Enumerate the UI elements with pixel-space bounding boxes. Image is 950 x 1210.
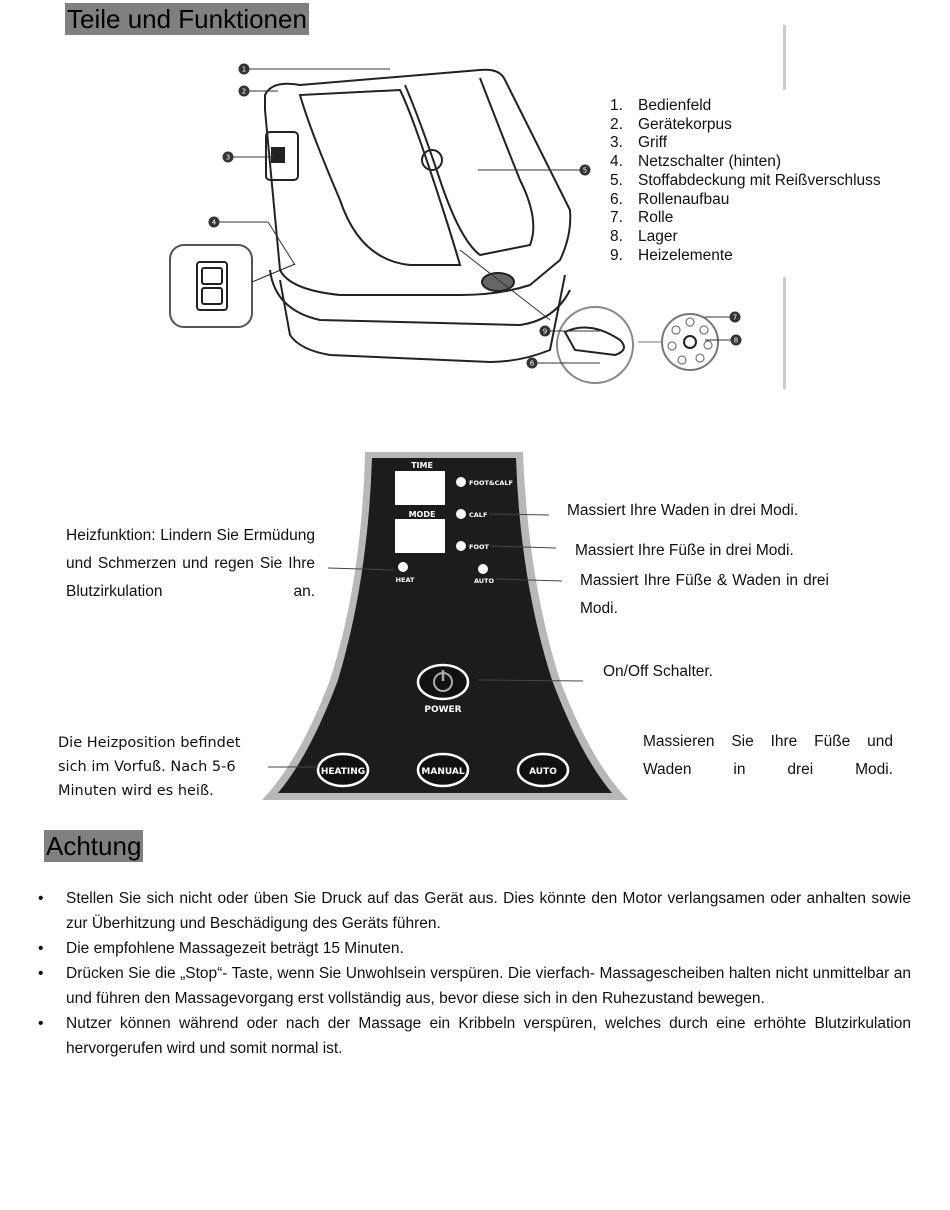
label-foot-calf: FOOT&CALF (469, 479, 513, 487)
label-heat: HEAT (396, 576, 415, 584)
annotation-heat-function: Heizfunktion: Lindern Sie Ermüdung und S… (66, 527, 315, 600)
list-item: 2.Gerätekorpus (610, 115, 732, 133)
list-item: 5.Stoffabdeckung mit Reißverschluss (610, 171, 881, 189)
annotation-foot: Massiert Ihre Füße in drei Modi. (575, 542, 794, 559)
list-item: Stellen Sie sich nicht oder üben Sie Dru… (38, 886, 911, 936)
callout-3: 3 (226, 154, 230, 162)
callout-8: 8 (734, 337, 738, 345)
list-item: 7.Rolle (610, 209, 674, 227)
annotation-calf: Massiert Ihre Waden in drei Modi. (567, 502, 799, 519)
callout-2: 2 (242, 88, 246, 96)
annotation-on-off: On/Off Schalter. (603, 663, 713, 680)
label-calf: CALF (469, 511, 487, 519)
section-title-parts: Teile und Funktionen (65, 3, 309, 35)
margin-line-top (783, 25, 786, 90)
caution-list: Stellen Sie sich nicht oder üben Sie Dru… (38, 886, 911, 1061)
callout-6: 6 (530, 360, 535, 368)
callout-9: 9 (543, 328, 547, 336)
heating-button-label: HEATING (321, 767, 365, 777)
annotation-auto: Massiert Ihre Füße & Waden in drei Modi. (580, 572, 829, 617)
label-mode: MODE (409, 510, 436, 519)
margin-line-bottom (783, 277, 786, 389)
label-power: POWER (424, 705, 461, 715)
list-item: Nutzer können während oder nach der Mass… (38, 1011, 911, 1061)
callout-1: 1 (242, 66, 246, 74)
list-item: Drücken Sie die „Stop“- Taste, wenn Sie … (38, 961, 911, 1011)
auto-button-label: AUTO (529, 767, 557, 777)
list-item: 9.Heizelemente (610, 246, 733, 264)
list-item: 3.Griff (610, 134, 667, 152)
list-item: 6.Rollenaufbau (610, 190, 730, 208)
callout-7: 7 (733, 314, 737, 322)
list-item: 8.Lager (610, 227, 678, 245)
device-illustration: 1 2 3 4 5 6 7 8 9 (169, 63, 742, 384)
callout-4: 4 (212, 219, 217, 227)
label-time: TIME (411, 461, 433, 470)
annotation-manual-auto: Massieren Sie Ihre Füße und Waden in dre… (643, 733, 893, 778)
section-title-caution: Achtung (44, 830, 144, 862)
callout-5: 5 (583, 167, 587, 175)
label-foot: FOOT (469, 543, 489, 551)
label-auto-led: AUTO (474, 577, 495, 585)
manual-button-label: MANUAL (421, 767, 464, 777)
list-item: 4.Netzschalter (hinten) (610, 153, 782, 171)
control-panel-diagram: TIME MODE HEAT AUTO POWER HEATING MANUAL… (262, 452, 628, 800)
list-item: 1.Bedienfeld (610, 97, 712, 114)
parts-list: 1.Bedienfeld 2.Gerätekorpus 3.Griff 4.Ne… (610, 97, 881, 265)
annotation-heating-position: Die Heizposition befindet sich im Vorfuß… (58, 735, 241, 799)
list-item: Die empfohlene Massagezeit beträgt 15 Mi… (38, 936, 911, 961)
